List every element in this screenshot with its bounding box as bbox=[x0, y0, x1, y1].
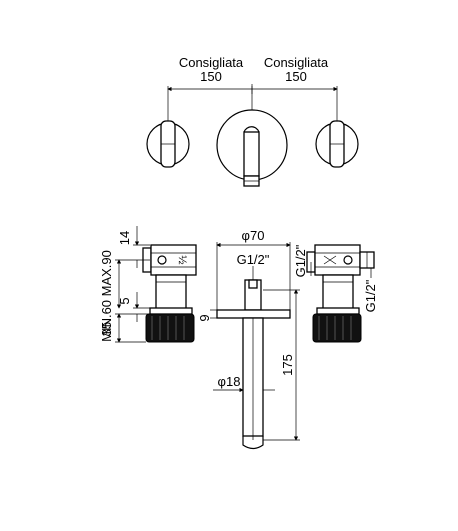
collar-dim: 5 bbox=[117, 297, 132, 304]
handle-height-dim: 35 bbox=[99, 322, 114, 336]
right-valve-side bbox=[306, 244, 375, 343]
right-handle-front bbox=[315, 120, 359, 168]
right-thread-bottom-dim: G1/2" bbox=[363, 279, 378, 312]
spout-rosette-front bbox=[216, 109, 288, 187]
left-valve-mark: ½ bbox=[176, 255, 188, 264]
depth-range-dim: MIN.60 MAX.90 bbox=[99, 250, 114, 342]
front-view: Consigliata 150 Consigliata 150 bbox=[146, 55, 359, 187]
spacing-value-right: 150 bbox=[285, 69, 307, 84]
spacing-label-right: Consigliata bbox=[264, 55, 329, 70]
spacing-dimension-line bbox=[167, 84, 338, 128]
rosette-diameter-dim: φ70 bbox=[242, 228, 265, 243]
cap-height-dim: 14 bbox=[117, 231, 132, 245]
plate-thickness-dim: 9 bbox=[197, 314, 212, 321]
left-valve-side: ½ bbox=[142, 244, 197, 343]
spout-side bbox=[210, 242, 300, 450]
spout-length-dim: 175 bbox=[280, 354, 295, 376]
right-thread-top-dim: G1/2" bbox=[293, 244, 308, 277]
spout-diameter-dim: φ18 bbox=[218, 374, 241, 389]
spacing-label-left: Consigliata bbox=[179, 55, 244, 70]
side-view: ½ bbox=[99, 226, 378, 450]
center-thread-dim: G1/2" bbox=[237, 252, 270, 267]
spacing-value-left: 150 bbox=[200, 69, 222, 84]
left-handle-front bbox=[146, 120, 190, 168]
left-dimension-lines bbox=[115, 226, 150, 343]
